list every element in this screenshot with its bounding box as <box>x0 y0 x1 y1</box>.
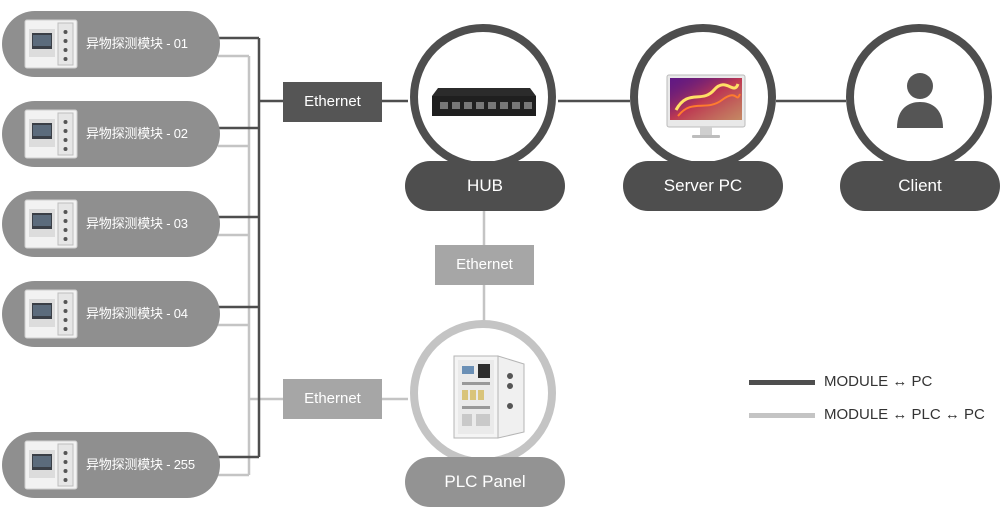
user-icon <box>897 73 943 128</box>
plc-label: PLC Panel <box>405 457 565 507</box>
module-label: 异物探测模块 - 03 <box>86 216 188 231</box>
module-card: 异物探测模块 - 04 <box>2 281 220 347</box>
detector-module-icon <box>24 289 78 339</box>
module-card: 异物探测模块 - 01 <box>2 11 220 77</box>
module-label: 异物探测模块 - 255 <box>86 457 195 472</box>
network-switch-icon <box>432 88 536 116</box>
module-card: 异物探测模块 - 03 <box>2 191 220 257</box>
plc-cabinet-icon <box>453 355 525 439</box>
legend-line-light <box>749 413 815 418</box>
detector-module-icon <box>24 109 78 159</box>
module-card: 异物探测模块 - 255 <box>2 432 220 498</box>
hub-node-circle <box>410 24 556 170</box>
monitor-thermal-icon <box>666 74 746 138</box>
detector-module-icon <box>24 199 78 249</box>
legend-line-dark <box>749 380 815 385</box>
detector-module-icon <box>24 440 78 490</box>
legend-label-module-pc: MODULE ↔ PC <box>824 373 933 390</box>
client-node-circle <box>846 24 992 170</box>
hub-label: HUB <box>405 161 565 211</box>
legend-label-module-plc-pc: MODULE ↔ PLC ↔ PC <box>824 406 985 423</box>
module-label: 异物探测模块 - 01 <box>86 36 188 51</box>
ethernet-label-hub-plc: Ethernet <box>435 245 534 285</box>
module-label: 异物探测模块 - 02 <box>86 126 188 141</box>
server-node-circle <box>630 24 776 170</box>
module-label: 异物探测模块 - 04 <box>86 306 188 321</box>
plc-node-circle <box>410 320 556 466</box>
ethernet-label-modules-hub: Ethernet <box>283 82 382 122</box>
client-label: Client <box>840 161 1000 211</box>
module-card: 异物探测模块 - 02 <box>2 101 220 167</box>
ethernet-label-modules-plc: Ethernet <box>283 379 382 419</box>
detector-module-icon <box>24 19 78 69</box>
server-label: Server PC <box>623 161 783 211</box>
